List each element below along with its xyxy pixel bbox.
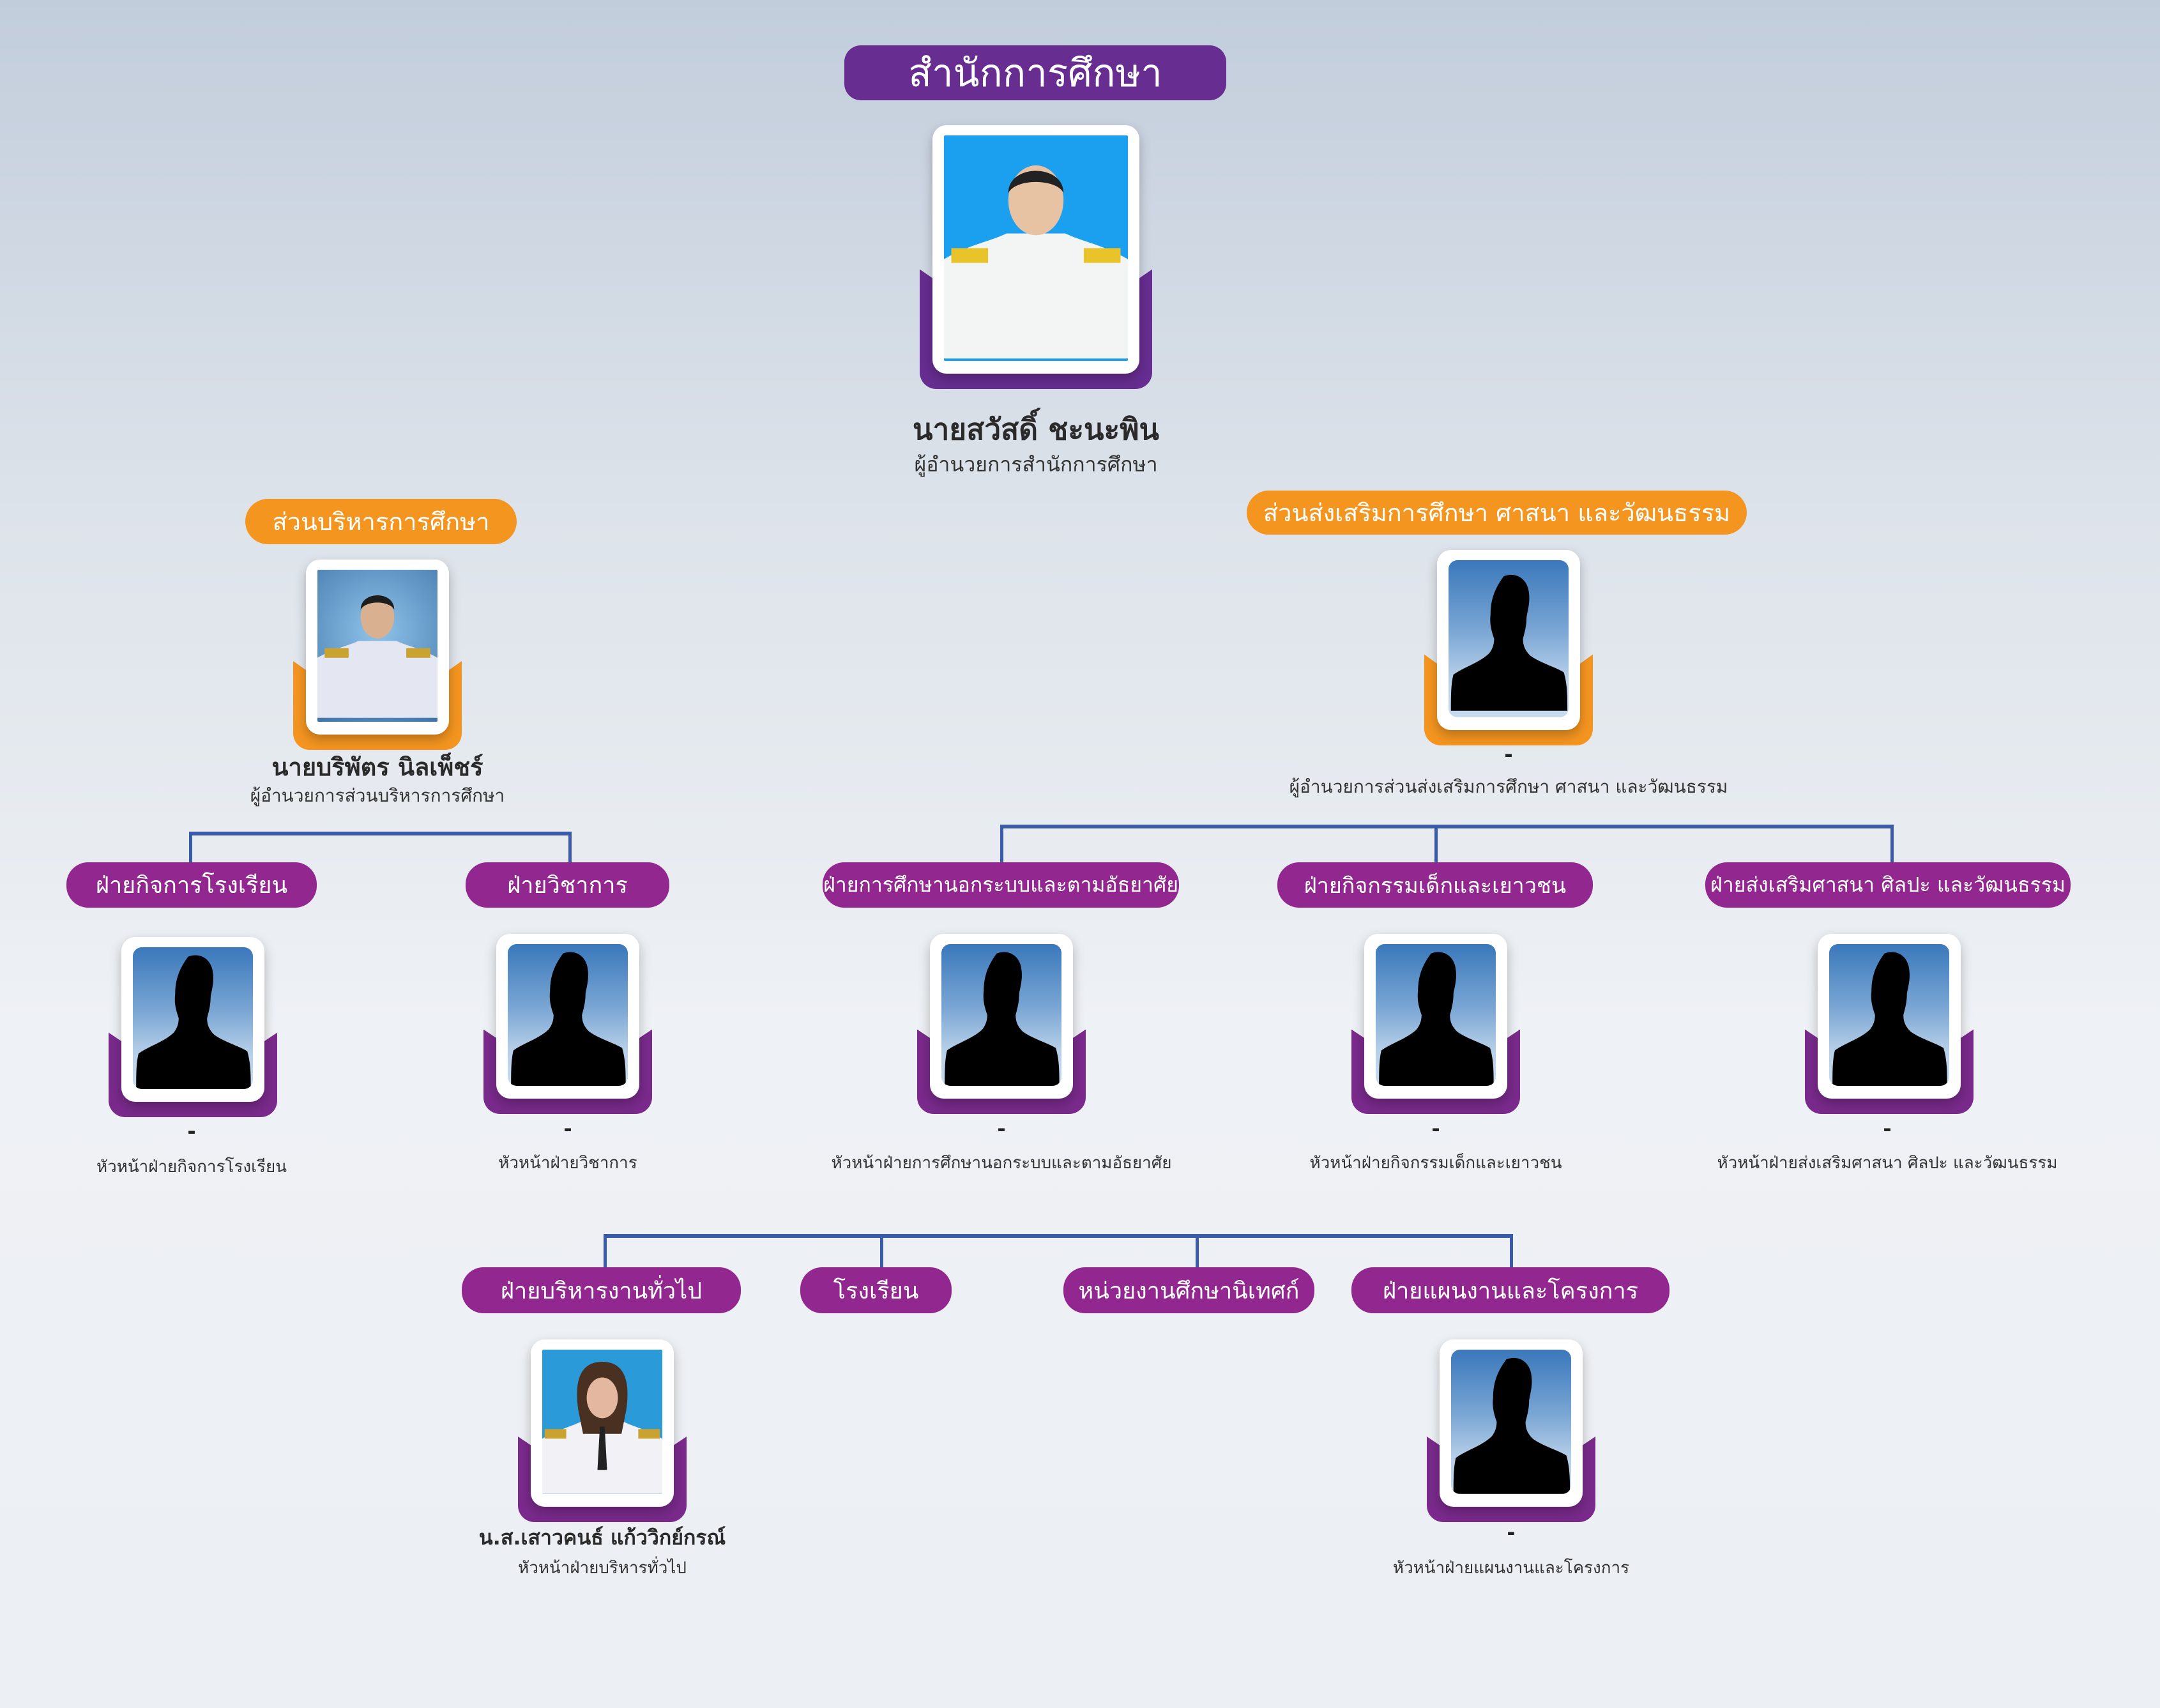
section-head-name: - xyxy=(1431,1117,1440,1141)
unit-head-name: - xyxy=(1507,1520,1516,1544)
connector-line xyxy=(604,1234,1513,1238)
division-head-name: นายบริพัตร นิลเพ็ชร์ xyxy=(271,753,483,781)
unit-label: ฝ่ายแผนงานและโครงการ xyxy=(1383,1277,1638,1304)
unit-head-position: หัวหน้าฝ่ายแผนงานและโครงการ xyxy=(1392,1559,1630,1578)
section-pill: ฝ่ายการศึกษานอกระบบและตามอัธยาศัย xyxy=(823,862,1179,908)
division-head-photo-card xyxy=(293,560,462,750)
connector-line xyxy=(1196,1234,1199,1269)
section-head-name: - xyxy=(1883,1117,1892,1141)
person-photo-icon xyxy=(542,1362,662,1494)
connector-line xyxy=(1510,1234,1513,1269)
unit-head-photo-card xyxy=(518,1339,687,1522)
section-head-photo-card xyxy=(917,934,1086,1114)
section-head-position: หัวหน้าฝ่ายการศึกษานอกระบบและตามอัธยาศัย xyxy=(831,1154,1172,1173)
section-head-photo-card xyxy=(1351,934,1520,1114)
division-pill-administration: ส่วนบริหารการศึกษา xyxy=(245,499,517,544)
person-silhouette-icon xyxy=(1449,560,1569,717)
placeholder-photo xyxy=(941,944,1061,1086)
connector-line xyxy=(1434,825,1438,863)
division-head-position: ผู้อำนวยการส่วนส่งเสริมการศึกษา ศาสนา แล… xyxy=(1289,776,1728,797)
connector-line xyxy=(189,832,572,835)
person-silhouette-icon xyxy=(1451,1350,1571,1494)
person-silhouette-icon xyxy=(1829,944,1949,1086)
division-label: ส่วนส่งเสริมการศึกษา ศาสนา และวัฒนธรรม xyxy=(1263,499,1731,527)
division-head-photo xyxy=(317,570,437,722)
section-head-position: หัวหน้าฝ่ายวิชาการ xyxy=(498,1154,637,1173)
section-head-name: - xyxy=(187,1119,196,1143)
section-head-photo-card xyxy=(1805,934,1974,1114)
unit-label: โรงเรียน xyxy=(833,1277,919,1304)
section-head-photo-card xyxy=(109,937,277,1117)
connector-line xyxy=(1000,825,1003,863)
placeholder-photo xyxy=(1829,944,1949,1086)
unit-label: ฝ่ายบริหารงานทั่วไป xyxy=(500,1277,703,1304)
org-title-pill: สำนักการศึกษา xyxy=(844,45,1226,100)
unit-pill: โรงเรียน xyxy=(800,1267,952,1313)
section-pill: ฝ่ายวิชาการ xyxy=(466,862,669,908)
division-head-photo-card xyxy=(1424,550,1593,745)
section-head-position: หัวหน้าฝ่ายส่งเสริมศาสนา ศิลปะ และวัฒนธร… xyxy=(1717,1154,2058,1173)
section-label: ฝ่ายกิจการโรงเรียน xyxy=(95,873,288,899)
director-photo-card xyxy=(920,125,1152,389)
unit-head-photo-card xyxy=(1427,1339,1595,1522)
connector-line xyxy=(604,1234,607,1269)
unit-head-position: หัวหน้าฝ่ายบริหารทั่วไป xyxy=(518,1559,687,1578)
director-photo xyxy=(944,135,1128,361)
division-head-name: - xyxy=(1504,742,1513,766)
placeholder-photo xyxy=(1451,1350,1571,1494)
director-name: นายสวัสดิ์ ชะนะพิน xyxy=(913,412,1159,446)
org-title: สำนักการศึกษา xyxy=(908,50,1162,96)
unit-head-name: น.ส.เสาวคนธ์ แก้ววิกย์กรณ์ xyxy=(478,1525,726,1550)
section-head-name: - xyxy=(563,1117,572,1141)
section-label: ฝ่ายกิจกรรมเด็กและเยาวชน xyxy=(1304,873,1567,899)
person-photo-icon xyxy=(317,595,437,718)
person-silhouette-icon xyxy=(941,944,1061,1086)
division-label: ส่วนบริหารการศึกษา xyxy=(272,508,490,536)
section-label: ฝ่ายส่งเสริมศาสนา ศิลปะ และวัฒนธรรม xyxy=(1710,873,2065,897)
section-pill: ฝ่ายส่งเสริมศาสนา ศิลปะ และวัฒนธรรม xyxy=(1705,862,2071,908)
section-head-name: - xyxy=(997,1117,1006,1141)
section-label: ฝ่ายการศึกษานอกระบบและตามอัธยาศัย xyxy=(823,873,1178,897)
section-pill: ฝ่ายกิจการโรงเรียน xyxy=(66,862,317,908)
unit-head-photo xyxy=(542,1350,662,1494)
placeholder-photo xyxy=(1449,560,1569,717)
placeholder-photo xyxy=(508,944,628,1086)
person-photo-icon xyxy=(944,165,1128,359)
placeholder-photo xyxy=(1376,944,1496,1086)
connector-line xyxy=(568,832,572,864)
section-pill: ฝ่ายกิจกรรมเด็กและเยาวชน xyxy=(1277,862,1593,908)
unit-pill: หน่วยงานศึกษานิเทศก์ xyxy=(1063,1267,1314,1313)
connector-line xyxy=(880,1234,883,1269)
section-head-position: หัวหน้าฝ่ายกิจการโรงเรียน xyxy=(96,1157,287,1177)
section-label: ฝ่ายวิชาการ xyxy=(507,873,628,899)
unit-label: หน่วยงานศึกษานิเทศก์ xyxy=(1078,1277,1300,1304)
person-silhouette-icon xyxy=(1376,944,1496,1086)
placeholder-photo xyxy=(133,947,253,1089)
section-head-photo-card xyxy=(483,934,652,1114)
connector-line xyxy=(1890,825,1894,863)
division-head-position: ผู้อำนวยการส่วนบริหารการศึกษา xyxy=(250,785,505,806)
division-pill-promotion: ส่วนส่งเสริมการศึกษา ศาสนา และวัฒนธรรม xyxy=(1247,491,1747,535)
director-position: ผู้อำนวยการสำนักการศึกษา xyxy=(914,452,1158,477)
person-silhouette-icon xyxy=(508,944,628,1086)
connector-line xyxy=(189,832,192,864)
section-head-position: หัวหน้าฝ่ายกิจกรรมเด็กและเยาวชน xyxy=(1309,1154,1562,1173)
connector-line xyxy=(1000,825,1894,828)
person-silhouette-icon xyxy=(133,947,253,1089)
unit-pill: ฝ่ายบริหารงานทั่วไป xyxy=(462,1267,741,1313)
unit-pill: ฝ่ายแผนงานและโครงการ xyxy=(1351,1267,1669,1313)
